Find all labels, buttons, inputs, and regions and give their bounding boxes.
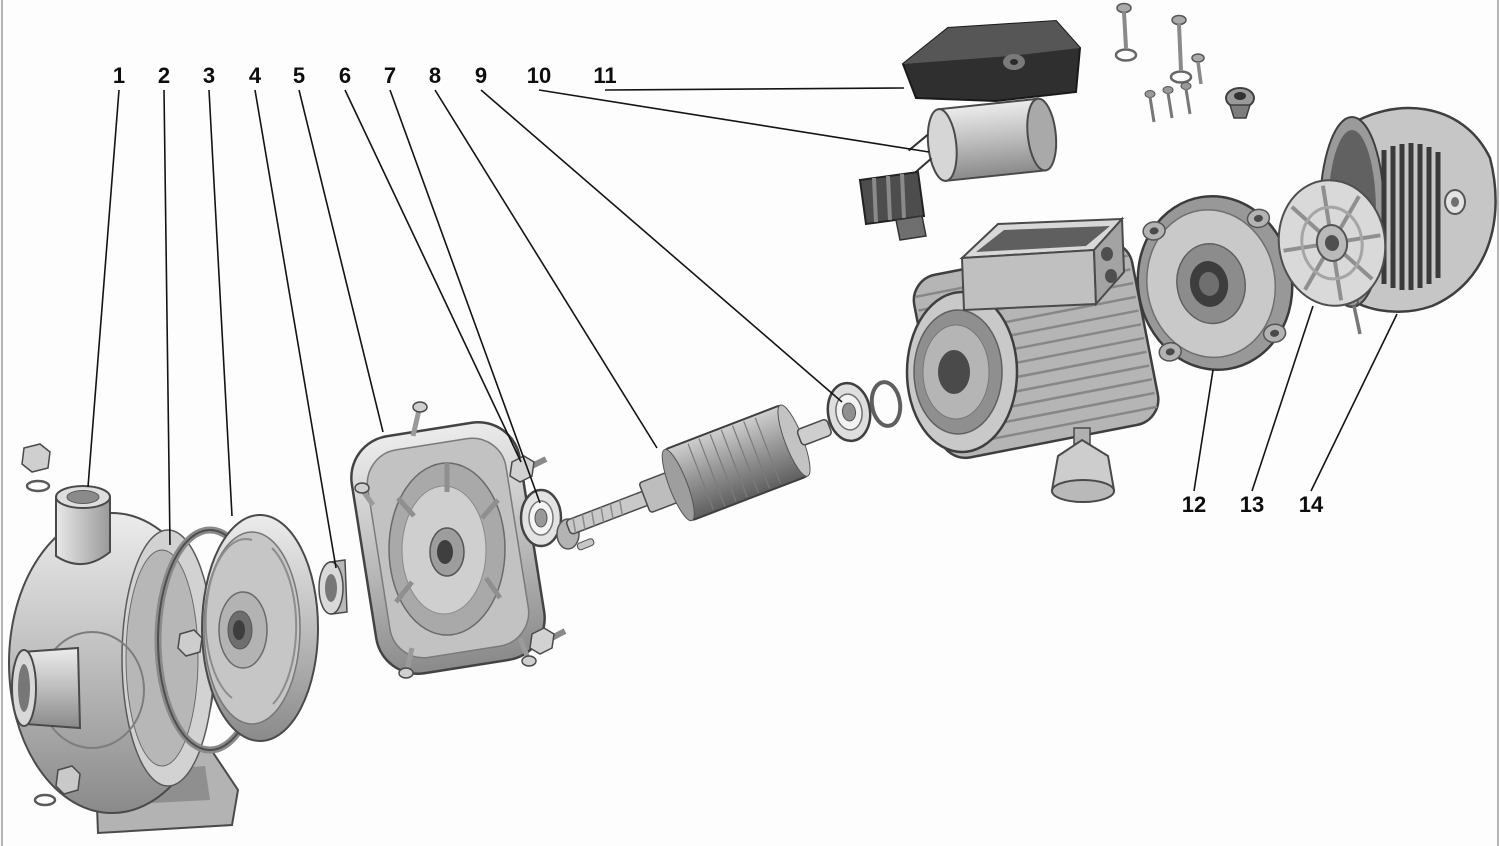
leader-line-8-rotor-shaft [434, 89, 658, 449]
vent-slots [1381, 143, 1441, 290]
small-screws [1144, 82, 1192, 123]
rear-end-shield [1136, 194, 1294, 372]
cable-gland [1225, 87, 1255, 119]
leader-line-14-fan-cover [1310, 313, 1398, 492]
leader-line-6-hex-bolt [344, 89, 522, 463]
callout-number-5: 5 [293, 63, 305, 88]
leader-line-3-impeller [208, 89, 233, 517]
bracket-studs [354, 401, 537, 679]
screw-long-2 [1169, 14, 1193, 84]
screw-long-1 [1114, 2, 1138, 62]
cable-clamp [858, 170, 927, 241]
fastener-set [1114, 2, 1255, 123]
callout-number-10: 10 [527, 63, 551, 88]
screw-short [1191, 53, 1205, 85]
leader-line-11-terminal-box-cover [604, 87, 905, 91]
shaft-o-ring [869, 380, 903, 428]
leader-line-7-front-bearing [389, 89, 541, 504]
leader-line-13-fan [1251, 305, 1314, 492]
leader-line-5-support-bracket [298, 89, 384, 433]
callout-number-12: 12 [1182, 492, 1206, 517]
callout-number-8: 8 [429, 63, 441, 88]
leader-line-9-rear-bearing [480, 89, 843, 403]
callout-number-2: 2 [158, 63, 170, 88]
drain-plug [21, 443, 51, 493]
hex-bolt-bottom [529, 627, 567, 655]
leader-line-1-pump-casing [87, 89, 120, 488]
callout-number-1: 1 [113, 63, 125, 88]
front-bearing [519, 488, 580, 550]
support-bracket [350, 401, 546, 679]
callout-number-6: 6 [339, 63, 351, 88]
leader-line-2-gasket-o-ring [163, 89, 171, 546]
impeller-nut [177, 629, 203, 657]
capacitor [908, 97, 1058, 182]
rotor-shaft [565, 404, 832, 535]
motor-foot [1050, 427, 1116, 503]
rear-bearing [826, 381, 872, 443]
callout-number-3: 3 [203, 63, 215, 88]
leader-line-4-mechanical-seal [254, 89, 337, 569]
callout-number-13: 13 [1240, 492, 1264, 517]
callout-number-4: 4 [249, 63, 262, 88]
leader-line-12-rear-end-shield [1193, 369, 1214, 492]
callout-number-11: 11 [593, 63, 616, 88]
terminal-box-cover [901, 19, 1082, 103]
casing-bolt [33, 765, 81, 807]
leader-line-10-capacitor [538, 89, 930, 153]
impeller [201, 514, 319, 742]
mechanical-seal [318, 559, 348, 615]
fan [1277, 179, 1387, 307]
shaft-key [576, 538, 595, 551]
terminal-box [959, 216, 1126, 312]
hex-bolt-top [509, 455, 548, 483]
callout-number-9: 9 [475, 63, 487, 88]
callout-number-14: 14 [1299, 492, 1324, 517]
callout-number-7: 7 [384, 63, 396, 88]
